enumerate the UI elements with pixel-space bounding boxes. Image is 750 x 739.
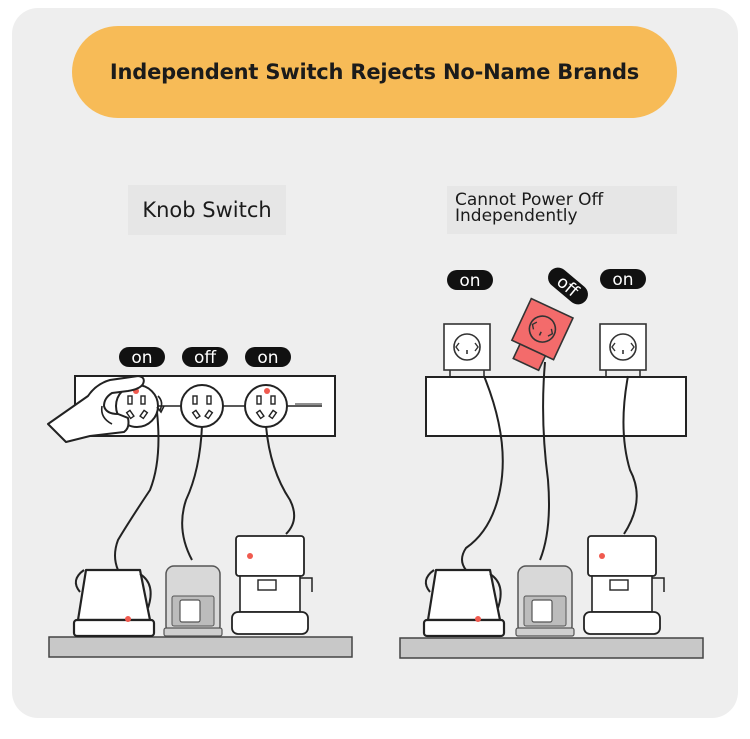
hand-icon: [47, 375, 145, 443]
cord-espresso-right: [622, 375, 638, 535]
plug-socket-1: [443, 323, 491, 376]
svg-text:on: on: [459, 271, 480, 291]
right-state-on-1: on: [447, 270, 493, 291]
cord-kettle-left: [114, 411, 160, 571]
plug-socket-off: [510, 297, 575, 372]
svg-text:off: off: [194, 348, 217, 368]
kettle-left: [72, 568, 156, 638]
left-state-off: off: [182, 347, 228, 368]
knob-socket-3: [244, 384, 288, 428]
cannot-power-off-label: Cannot Power Off Independently: [447, 186, 677, 234]
knob-socket-2: [180, 384, 224, 428]
cannot-power-off-line1: Cannot Power Off: [455, 190, 604, 210]
left-state-on-2: on: [245, 347, 291, 368]
espresso-machine-left: [231, 535, 313, 635]
title-banner: Independent Switch Rejects No-Name Brand…: [72, 26, 677, 118]
coffee-maker-right: [515, 565, 575, 637]
page-title: Independent Switch Rejects No-Name Brand…: [109, 60, 640, 84]
knob-switch-label: Knob Switch: [128, 185, 286, 235]
cord-kettle-right: [461, 375, 504, 571]
cord-coffee-left: [181, 425, 203, 561]
left-state-on-1: on: [119, 347, 165, 368]
cord-espresso-left: [265, 425, 296, 535]
espresso-machine-right: [583, 535, 665, 635]
coffee-maker-left: [163, 565, 223, 637]
plug-socket-3: [599, 323, 647, 376]
cannot-power-off-line2: Independently: [455, 206, 578, 226]
cord-coffee-right: [539, 361, 550, 561]
right-state-off: off: [548, 267, 588, 305]
svg-text:on: on: [612, 270, 633, 290]
svg-text:on: on: [131, 348, 152, 368]
kettle-right: [422, 568, 506, 638]
svg-text:on: on: [257, 348, 278, 368]
knob-switch-label-text: Knob Switch: [142, 198, 272, 222]
shelf-left: [48, 636, 353, 658]
right-state-on-2: on: [600, 269, 646, 290]
plain-power-strip: [425, 376, 687, 437]
shelf-right: [399, 637, 704, 659]
